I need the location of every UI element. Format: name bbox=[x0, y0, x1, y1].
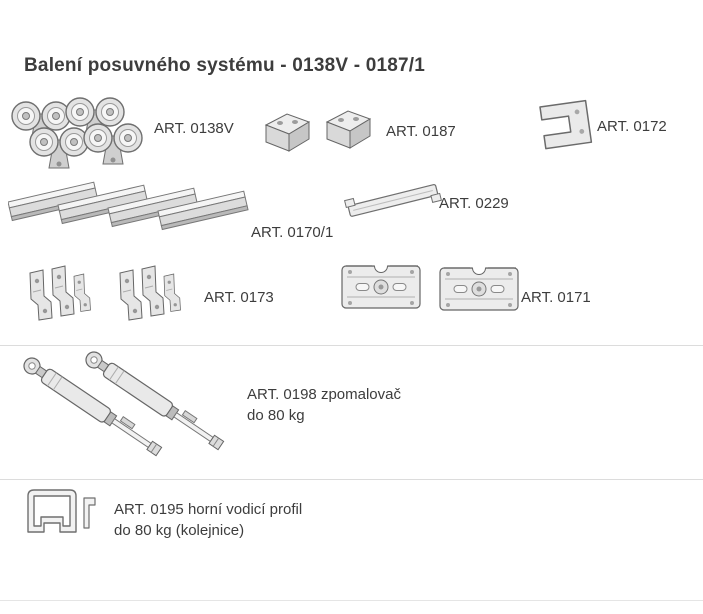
label-art-0170-1: ART. 0170/1 bbox=[251, 224, 334, 241]
divider-top bbox=[0, 345, 703, 346]
rollers-0138v-illustration bbox=[6, 96, 166, 176]
label-art-0198-line1: ART. 0198 zpomalovač bbox=[247, 386, 401, 403]
label-art-0195: ART. 0195 horní vodicí profil do 80 kg (… bbox=[114, 499, 374, 541]
label-art-0171: ART. 0171 bbox=[521, 289, 591, 306]
label-art-0198-line2: do 80 kg bbox=[247, 407, 305, 424]
label-art-0187: ART. 0187 bbox=[386, 123, 456, 140]
label-art-0173: ART. 0173 bbox=[204, 289, 274, 306]
bracket-0172-illustration bbox=[539, 99, 593, 150]
rail-0195-illustration bbox=[27, 489, 96, 533]
label-art-0229: ART. 0229 bbox=[439, 195, 509, 212]
label-art-0195-line2: do 80 kg (kolejnice) bbox=[114, 522, 245, 539]
profiles-0170-illustration bbox=[8, 181, 249, 231]
brackets-0187-illustration bbox=[265, 110, 371, 152]
dampers-0198-illustration bbox=[20, 350, 227, 459]
label-art-0198: ART. 0198 zpomalovač do 80 kg bbox=[247, 384, 447, 426]
page-title: Balení posuvného systému - 0138V - 0187/… bbox=[24, 55, 426, 76]
label-art-0172: ART. 0172 bbox=[597, 118, 667, 135]
strip-0229-illustration bbox=[344, 184, 442, 217]
label-art-0195-line1: ART. 0195 horní vodicí profil bbox=[114, 501, 303, 518]
label-art-0138v: ART. 0138V bbox=[154, 120, 234, 137]
divider-middle bbox=[0, 479, 703, 480]
mechanisms-0171-illustration bbox=[341, 256, 519, 311]
divider-bottom bbox=[0, 600, 703, 601]
hooks-0173-illustration bbox=[24, 254, 202, 338]
